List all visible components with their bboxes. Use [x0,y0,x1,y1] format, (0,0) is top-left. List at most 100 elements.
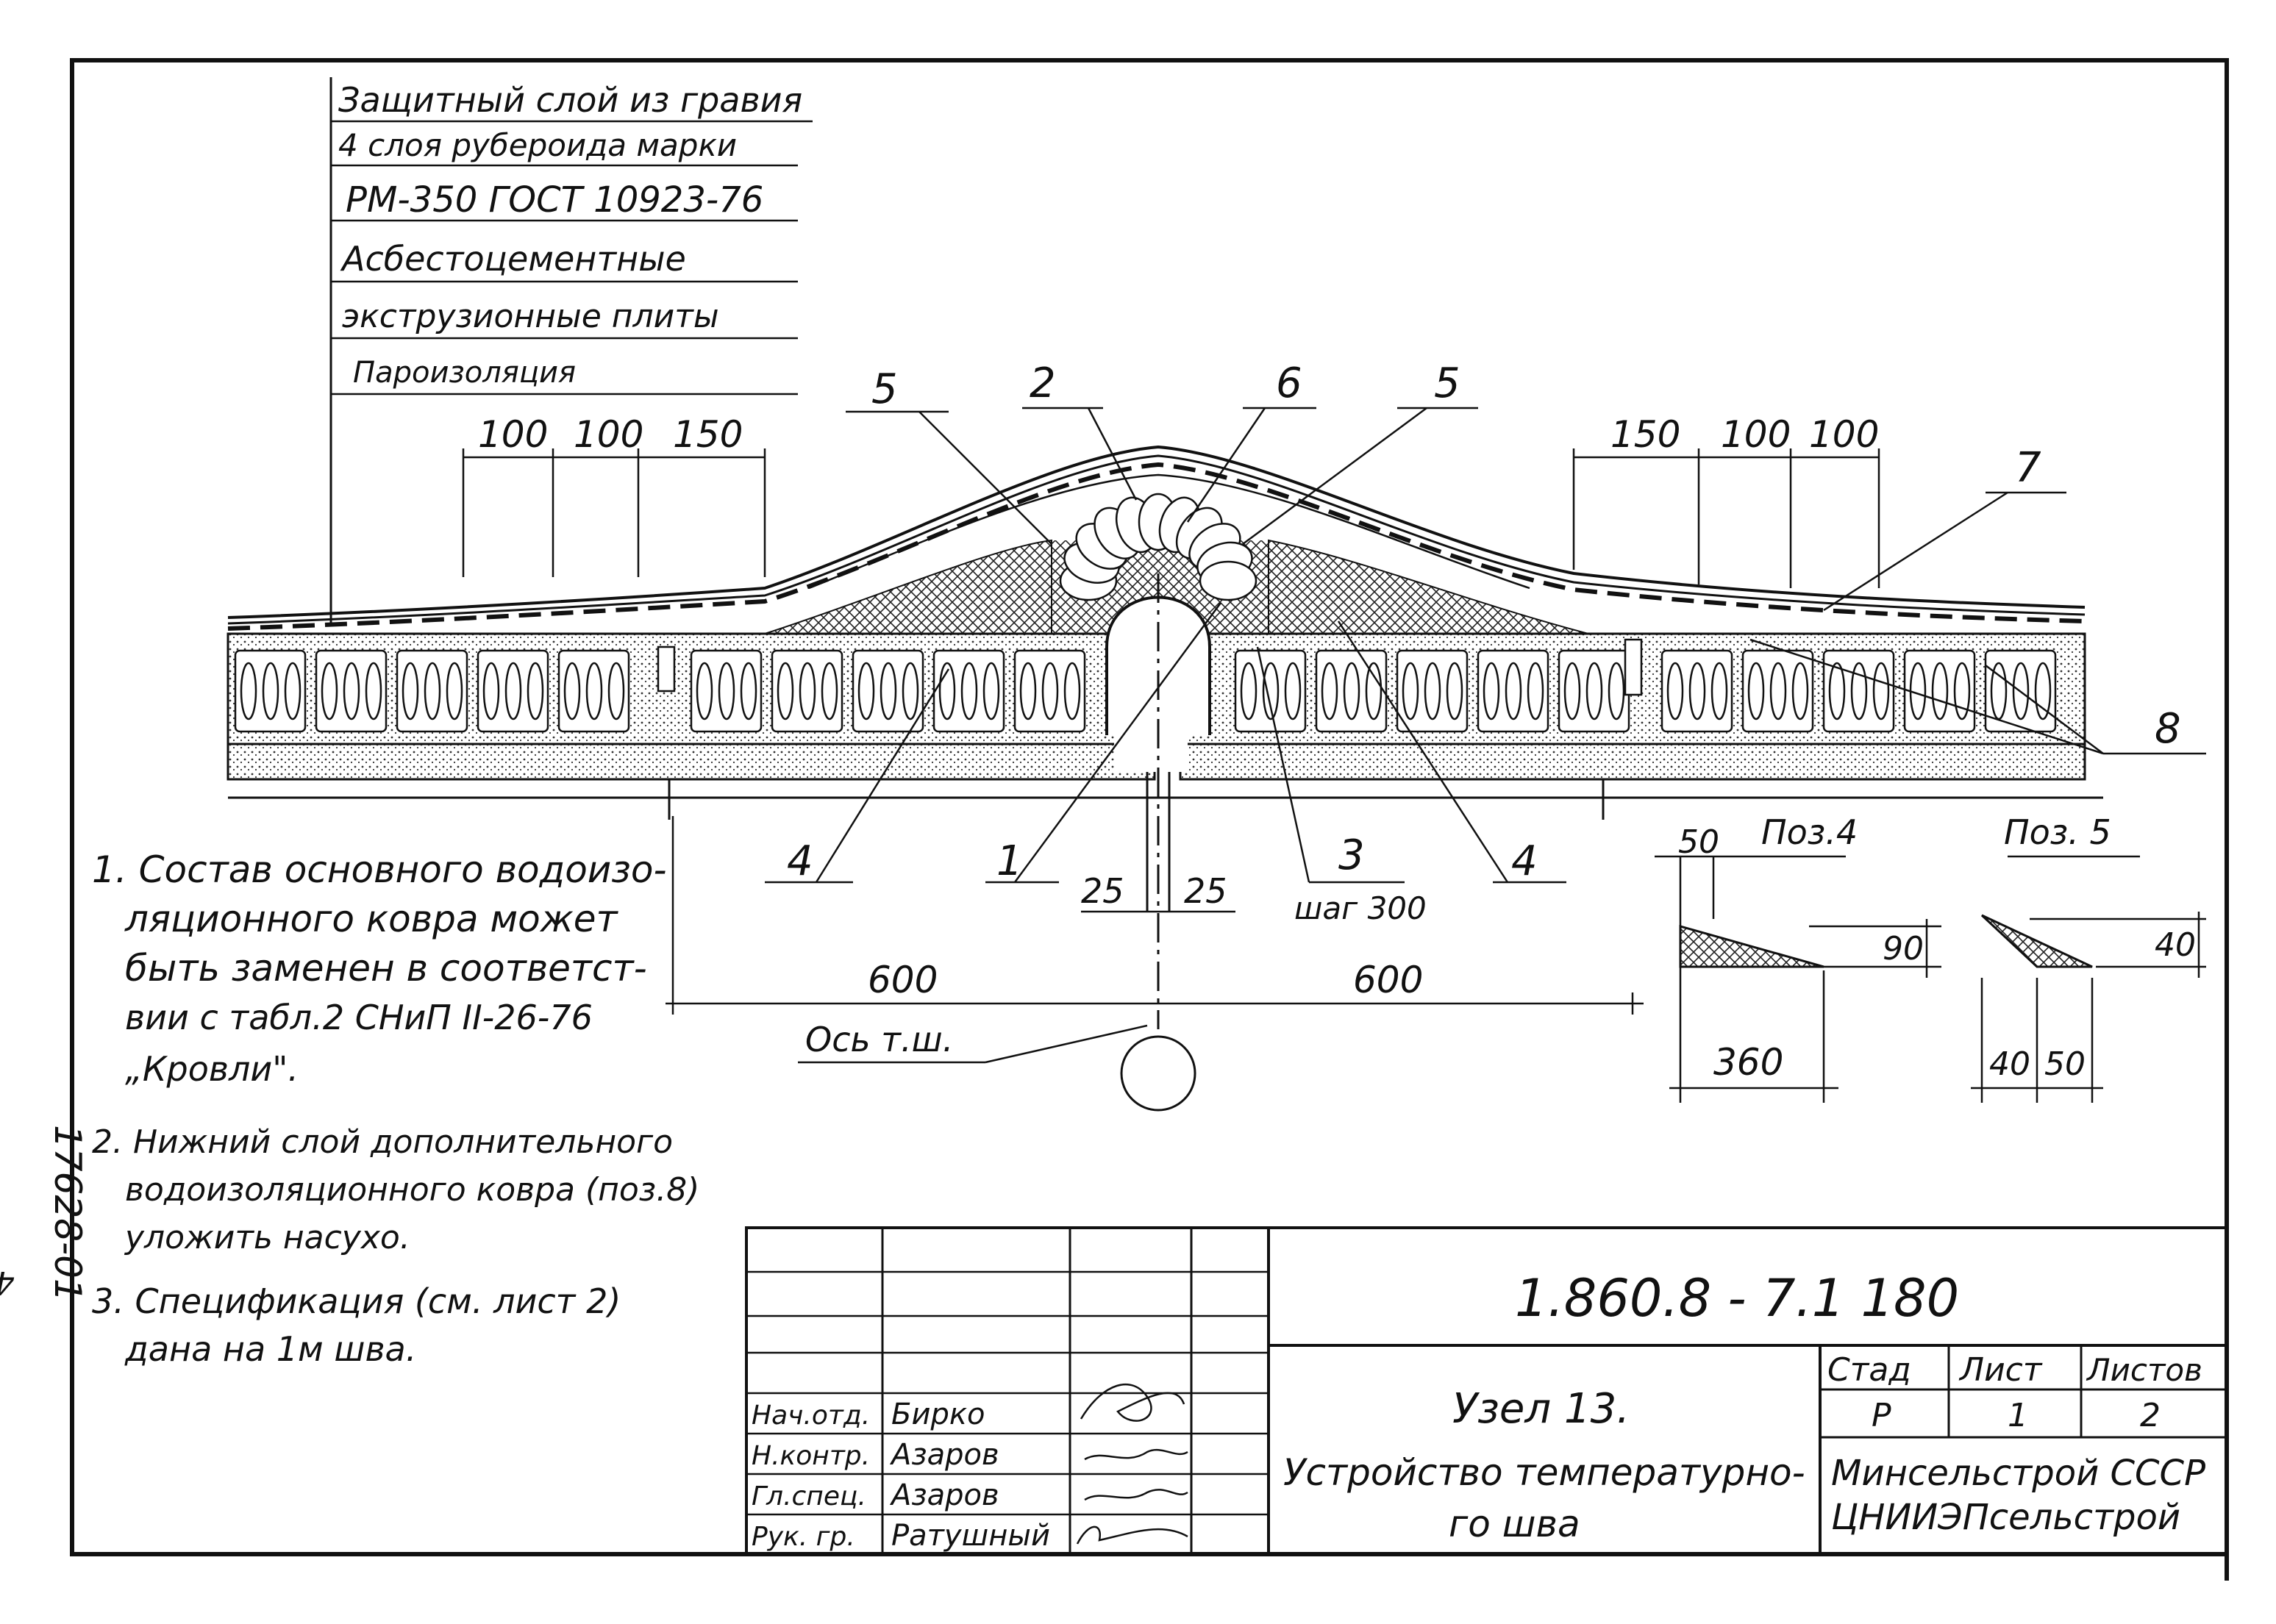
person-name: Ратушный [891,1519,1050,1553]
pos5-width-1: 40 [1989,1045,2030,1083]
dim-right-1: 150 [1610,413,1680,456]
slab-void [1483,662,1500,720]
slab-void [1446,662,1463,720]
insulation-wedge-left [764,539,1052,634]
slab-void [1710,662,1728,720]
pos4-width: 360 [1713,1041,1783,1084]
org-line-1: Минсельстрой СССР [1831,1453,2205,1494]
layer-label: РМ-350 ГОСТ 10923-76 [346,179,763,221]
doc-code: 1.860.8 - 7.1 180 [1515,1268,1959,1328]
signature-mark [1076,1525,1188,1545]
compensator-roll [1059,493,1257,601]
callout-1: 1 [996,837,1023,885]
slab-void [607,662,625,720]
slab-void [1563,662,1581,720]
slab-void [857,662,875,720]
axis-marker [798,1024,1196,1112]
dimension-chain-left [462,448,766,577]
role-label: Н.контр. [752,1441,870,1471]
sheets-value: 2 [2140,1397,2161,1434]
dim-right-2: 100 [1721,413,1791,456]
callout-2: 2 [1030,360,1056,407]
person-name: Азаров [889,1478,999,1512]
joint-section [226,445,2103,1029]
membrane-2 [227,454,2086,625]
slab-void [365,662,382,720]
slab-void [1041,662,1059,720]
note-line: быть заменен в соответст- [125,947,647,990]
slab-void [982,662,1000,720]
slab-void [321,662,338,720]
slab-void [262,662,279,720]
role-label: Рук. гр. [752,1522,855,1552]
span-dim-right: 600 [1353,959,1423,1001]
roll-petal [1199,560,1257,601]
slab-void [1321,662,1338,720]
note-line: уложить насухо. [124,1219,410,1256]
pos5-detail [1971,855,2206,1103]
title-line-2: Устройство температурно- [1283,1451,1805,1494]
callout-5-left: 5 [871,365,898,413]
callout-7: 7 [2015,444,2041,492]
note-line: „Кровли". [125,1049,299,1089]
slab-void [1240,662,1257,720]
slab-void [1424,662,1441,720]
slab-void [402,662,419,720]
layer-legend: Защитный слой из гравия 4 слоя рубероида… [329,77,813,625]
callout-leaders [765,407,2206,884]
slab-void [777,662,794,720]
slab-void [740,662,757,720]
support-right [1624,638,1643,696]
note-line: 2. Нижний слой дополнительного [92,1123,673,1161]
compensator-loop [1105,595,1211,735]
slab-void [1769,662,1787,720]
slab-void [343,662,360,720]
pos5-title: Поз. 5 [2004,812,2111,852]
pos4-height: 90 [1883,930,1924,967]
slab-void [799,662,816,720]
slab-void [424,662,441,720]
side-stamp-page: 46 [0,1264,15,1301]
slab-void [1909,662,1927,720]
support-left [657,645,676,693]
gap-dim-right: 25 [1184,871,1227,911]
pos4-top-width: 50 [1678,823,1719,861]
slab-bottom-right [1179,743,2086,781]
note-line: вии с табл.2 СНиП II-26-76 [125,998,593,1037]
callout-5-right: 5 [1434,360,1460,407]
callout-6: 6 [1276,360,1302,407]
dim-left-3: 150 [673,413,743,456]
layer-label: Пароизоляция [353,356,576,390]
slab-void [902,662,919,720]
insulation-wedge-right [1268,539,1589,634]
pos4-detail [1655,855,1941,1103]
slab-void [1747,662,1765,720]
note-line: ляционного ковра может [124,898,619,940]
sheet-value: 1 [2008,1397,2028,1434]
axis-label: Ось т.ш. [805,1020,953,1059]
callout-3: 3 [1338,831,1365,879]
slab-void [482,662,500,720]
layer-label: Асбестоцементные [340,239,686,279]
callout-8: 8 [2155,705,2181,753]
role-label: Гл.спец. [752,1481,866,1512]
slab-void [504,662,522,720]
layer-label: Защитный слой из гравия [338,80,802,120]
slab-void [1608,662,1625,720]
dim-left-1: 100 [478,413,548,456]
slab-void [1505,662,1522,720]
notes-block: 1. Состав основного водоизо- ляционного … [92,848,699,1369]
slab-void [1284,662,1302,720]
slab-void [240,662,257,720]
slab-void [1872,662,1890,720]
signature-mark [1080,1384,1185,1422]
dimension-chain-right [1572,448,1880,588]
pos4-title: Поз.4 [1761,812,1858,852]
col-sheets: Листов [2086,1352,2202,1388]
side-stamp: 17628-01 46 [0,1125,89,1302]
slab-void [2034,662,2052,720]
slab-void [1791,662,1809,720]
slab-void [1365,662,1383,720]
title-line-3: го шва [1449,1503,1580,1545]
